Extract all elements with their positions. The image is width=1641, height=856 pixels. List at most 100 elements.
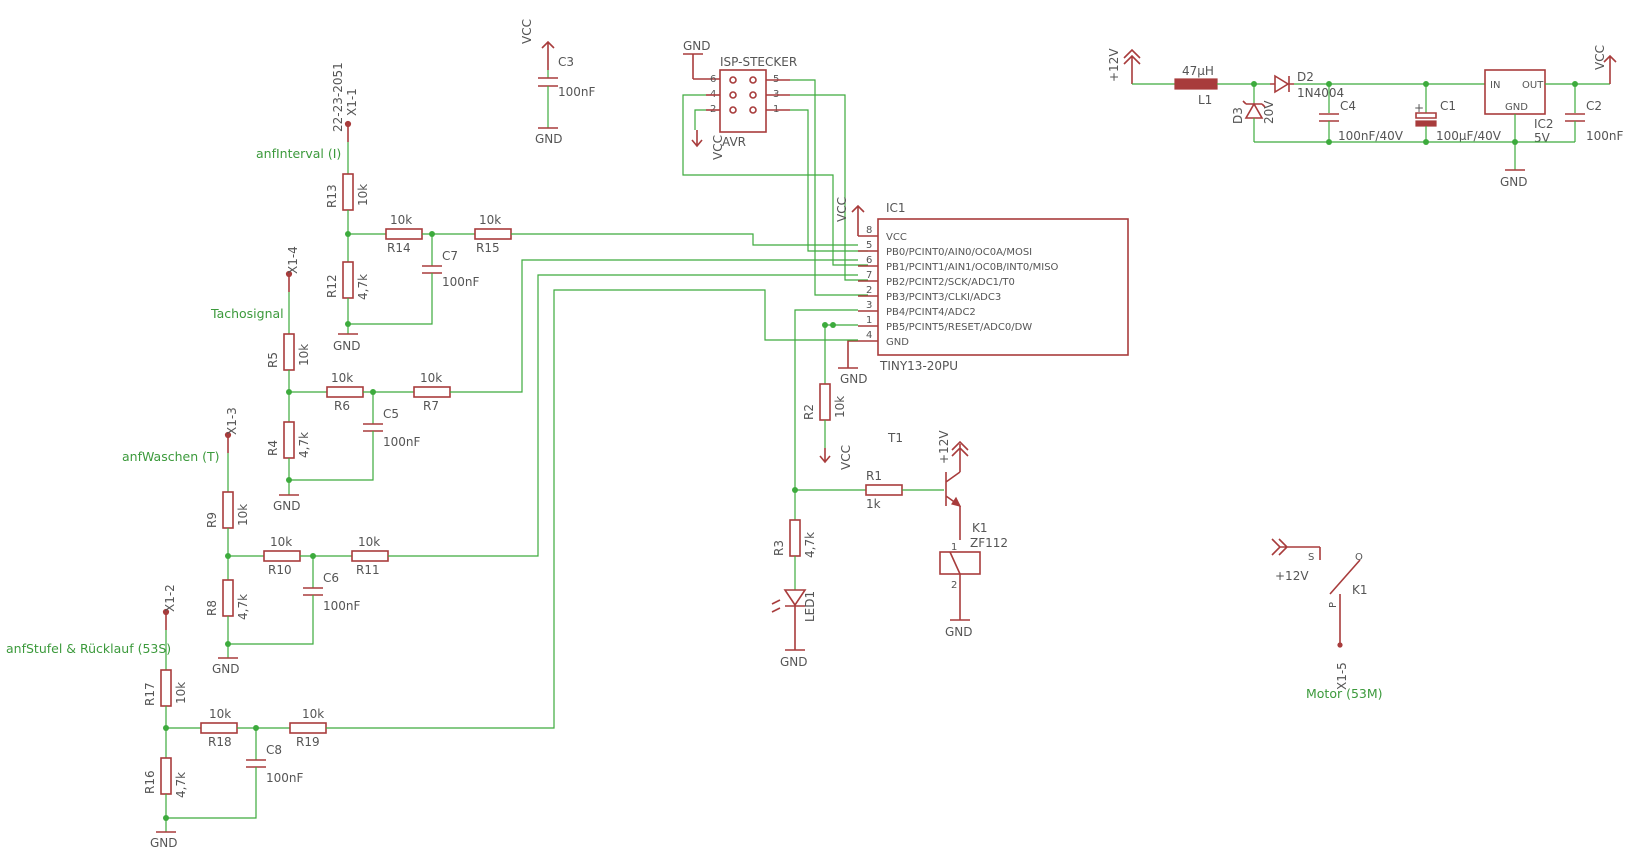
svg-text:X1-5: X1-5 [1335, 662, 1349, 690]
ic1-attiny13: IC1 TINY13-20PU VCC PB0/PCINT0/AIN0/OC0A… [835, 197, 1129, 386]
vcc-out-arrow [1603, 54, 1617, 84]
input-x13: X1-3 anfWaschen (T) R9 10k R8 4,7k GND 1… [122, 274, 858, 676]
ic1-gnd: GND [840, 372, 868, 386]
r5 [283, 333, 295, 371]
svg-text:C5: C5 [383, 407, 399, 421]
ic2-gnd: GND [1505, 102, 1528, 113]
inductor-l1 [1174, 78, 1218, 90]
r12 [342, 261, 354, 299]
input-x11: 22-23-2051 X1-1 anfInterval (I) R13 10k … [256, 62, 858, 353]
svg-text:100nF: 100nF [323, 599, 361, 613]
svg-text:PB0/PCINT0/AIN0/OC0A/MOSI: PB0/PCINT0/AIN0/OC0A/MOSI [886, 247, 1032, 258]
svg-text:10k: 10k [833, 396, 847, 418]
c3-gnd: GND [535, 132, 563, 146]
c7 [422, 265, 442, 274]
svg-text:R7: R7 [423, 399, 439, 413]
svg-text:PB3/PCINT3/CLKI/ADC3: PB3/PCINT3/CLKI/ADC3 [886, 292, 1001, 303]
svg-text:R5: R5 [266, 352, 280, 368]
svg-text:R15: R15 [476, 241, 500, 255]
svg-text:10k: 10k [209, 707, 231, 721]
vcc-out-label: VCC [1593, 45, 1607, 70]
input-x12: X1-2 anfStufel & Rücklauf (53S) R17 10k … [6, 289, 858, 850]
ic1-value: TINY13-20PU [879, 359, 958, 373]
svg-text:VCC: VCC [839, 445, 853, 470]
svg-text:R19: R19 [296, 735, 320, 749]
svg-text:1: 1 [866, 315, 872, 326]
c6 [303, 587, 323, 596]
svg-text:C6: C6 [323, 571, 339, 585]
isp-vcc: VCC [711, 135, 725, 160]
isp-title: ISP-STECKER [720, 55, 797, 69]
svg-text:X1-3: X1-3 [225, 407, 239, 435]
l1-name: L1 [1198, 93, 1212, 107]
ic2-value: 5V [1534, 131, 1551, 145]
svg-text:R16: R16 [143, 770, 157, 794]
c3-value: 100nF [558, 85, 596, 99]
r4 [283, 421, 295, 459]
svg-text:PB1/PCINT1/AIN1/OC0B/INT0/MISO: PB1/PCINT1/AIN1/OC0B/INT0/MISO [886, 262, 1059, 273]
svg-text:R3: R3 [772, 540, 786, 556]
svg-text:GND: GND [273, 499, 301, 513]
relay-k1-coil [939, 551, 981, 575]
d2-value: 1N4004 [1297, 86, 1344, 100]
x11-label: anfInterval (I) [256, 146, 341, 161]
svg-text:GND: GND [945, 625, 973, 639]
svg-text:R1: R1 [866, 469, 882, 483]
svg-text:5: 5 [866, 240, 872, 251]
svg-text:10k: 10k [331, 371, 353, 385]
isp-gnd: GND [683, 39, 711, 53]
svg-text:1: 1 [951, 542, 957, 553]
svg-text:10k: 10k [302, 707, 324, 721]
svg-text:S: S [1308, 552, 1314, 563]
svg-text:R12: R12 [325, 274, 339, 298]
c3-name: C3 [558, 55, 574, 69]
t1-name: T1 [887, 431, 903, 445]
svg-text:anfStufel & Rücklauf (53S): anfStufel & Rücklauf (53S) [6, 641, 171, 656]
svg-text:LED1: LED1 [803, 591, 817, 622]
c8 [246, 759, 266, 768]
svg-text:C8: C8 [266, 743, 282, 757]
svg-text:4,7k: 4,7k [297, 432, 311, 458]
cap-c1 [1415, 112, 1437, 119]
isp-avr: AVR [722, 135, 746, 149]
r9 [222, 491, 234, 529]
cap-c3 [538, 77, 558, 87]
svg-text:6: 6 [710, 74, 716, 85]
svg-text:10k: 10k [358, 535, 380, 549]
driver-stage: R2 10k VCC R1 1k T1 +12V K1 ZF112 1 2 GN… [771, 309, 1008, 669]
svg-text:+12V: +12V [937, 430, 951, 464]
svg-text:R10: R10 [268, 563, 292, 577]
svg-text:PB5/PCINT5/RESET/ADC0/DW: PB5/PCINT5/RESET/ADC0/DW [886, 322, 1032, 333]
svg-text:R4: R4 [266, 440, 280, 456]
svg-text:4,7k: 4,7k [174, 772, 188, 798]
c3-vcc: VCC [520, 19, 534, 44]
svg-text:R6: R6 [334, 399, 350, 413]
svg-text:7: 7 [866, 270, 872, 281]
svg-text:GND: GND [150, 836, 178, 850]
l1-value: 47µH [1182, 64, 1214, 78]
x11-conn: X1-1 [345, 88, 359, 116]
c4-value: 100nF/40V [1338, 129, 1404, 143]
isp-wiring [682, 79, 868, 296]
svg-text:PB4/PCINT4/ADC2: PB4/PCINT4/ADC2 [886, 307, 976, 318]
svg-text:K1: K1 [1352, 583, 1368, 597]
svg-text:X1-4: X1-4 [286, 246, 300, 274]
svg-text:P: P [1328, 602, 1339, 608]
r19 [289, 722, 327, 734]
svg-text:6: 6 [866, 255, 872, 266]
svg-text:R2: R2 [802, 404, 816, 420]
r16 [160, 757, 172, 795]
svg-text:10k: 10k [174, 682, 188, 704]
ic2-in: IN [1490, 80, 1500, 91]
r10 [263, 550, 301, 562]
r14 [385, 228, 423, 240]
svg-text:2: 2 [866, 285, 872, 296]
svg-text:100nF: 100nF [383, 435, 421, 449]
c3-group: VCC C3 100nF GND [520, 19, 596, 146]
ic1-vcc: VCC [835, 197, 849, 222]
c1-value: 100µF/40V [1436, 129, 1502, 143]
svg-text:X1-2: X1-2 [163, 584, 177, 612]
svg-text:K1: K1 [972, 521, 988, 535]
svg-text:GND: GND [212, 662, 240, 676]
